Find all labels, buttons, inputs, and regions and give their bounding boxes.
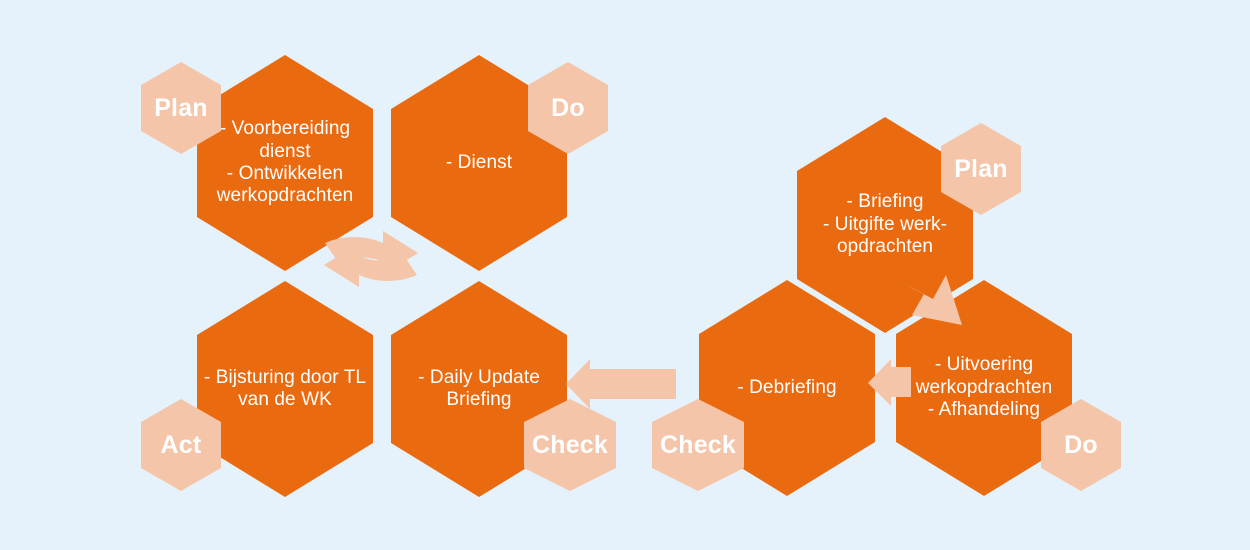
right-plan-hex-text: - Briefing - Uitgifte werk- opdrachten [822, 191, 948, 258]
left-do-hex-text: - Dienst [445, 151, 513, 173]
left-plan-hex-text: - Voorbereiding dienst - Ontwikkelen wer… [216, 118, 354, 207]
right-do-hex-text: - Uitvoering werkopdrachten - Afhandelin… [915, 354, 1053, 421]
right-do-label-hex: Do [1041, 399, 1121, 491]
left-plan-label-text: Plan [154, 93, 208, 122]
left-act-hex-text: - Bijsturing door TL van de WK [203, 366, 367, 410]
check-to-check-arrow-icon [566, 359, 676, 409]
left-check-hex-text: - Daily Update Briefing [418, 366, 540, 410]
cycle-loop-icon [324, 231, 418, 287]
left-act-hex: - Bijsturing door TL van de WK [197, 281, 373, 497]
right-plan-label-text: Plan [954, 154, 1008, 183]
left-check-label-hex: Check [524, 399, 616, 491]
left-do-label-text: Do [551, 93, 585, 122]
right-do-label-text: Do [1064, 430, 1098, 459]
right-check-label-text: Check [659, 430, 737, 459]
left-act-label-text: Act [160, 430, 202, 459]
right-check-label-hex: Check [652, 399, 744, 491]
left-check-label-text: Check [531, 430, 609, 459]
left-act-label-hex: Act [141, 399, 221, 491]
right-check-hex-text: - Debriefing [737, 376, 837, 398]
left-plan-hex: - Voorbereiding dienst - Ontwikkelen wer… [197, 55, 373, 271]
